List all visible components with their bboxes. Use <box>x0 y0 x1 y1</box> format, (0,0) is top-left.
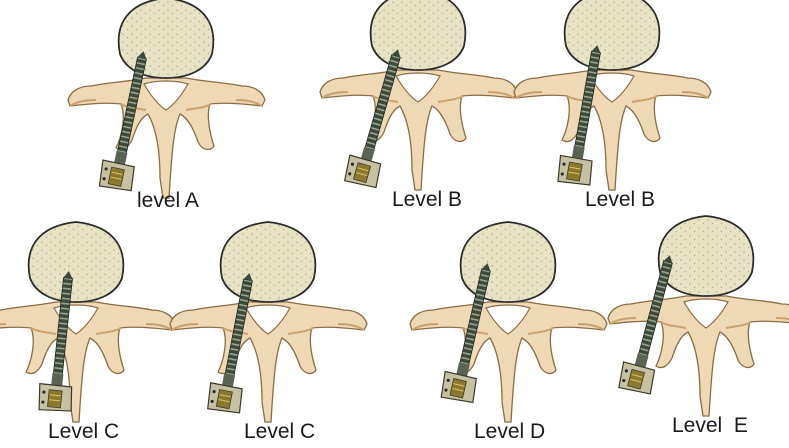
panel-label: Level E <box>672 414 748 437</box>
panel-label: Level D <box>474 420 545 443</box>
panel-level-c-2: Level C <box>169 221 368 443</box>
panel-level-a: level A <box>67 0 266 212</box>
panel-label: level A <box>137 189 199 212</box>
panel-level-b-1: Level B <box>319 0 518 211</box>
panel-level-e: Level E <box>607 215 789 437</box>
panel-label: Level C <box>48 420 119 443</box>
panel-label: Level C <box>244 420 315 443</box>
panel-level-b-2: Level B <box>513 0 712 211</box>
panel-label: Level B <box>392 188 462 211</box>
panel-level-c-1: Level C <box>0 221 176 443</box>
panel-label: Level B <box>585 188 655 211</box>
panel-level-d: Level D <box>409 221 608 443</box>
